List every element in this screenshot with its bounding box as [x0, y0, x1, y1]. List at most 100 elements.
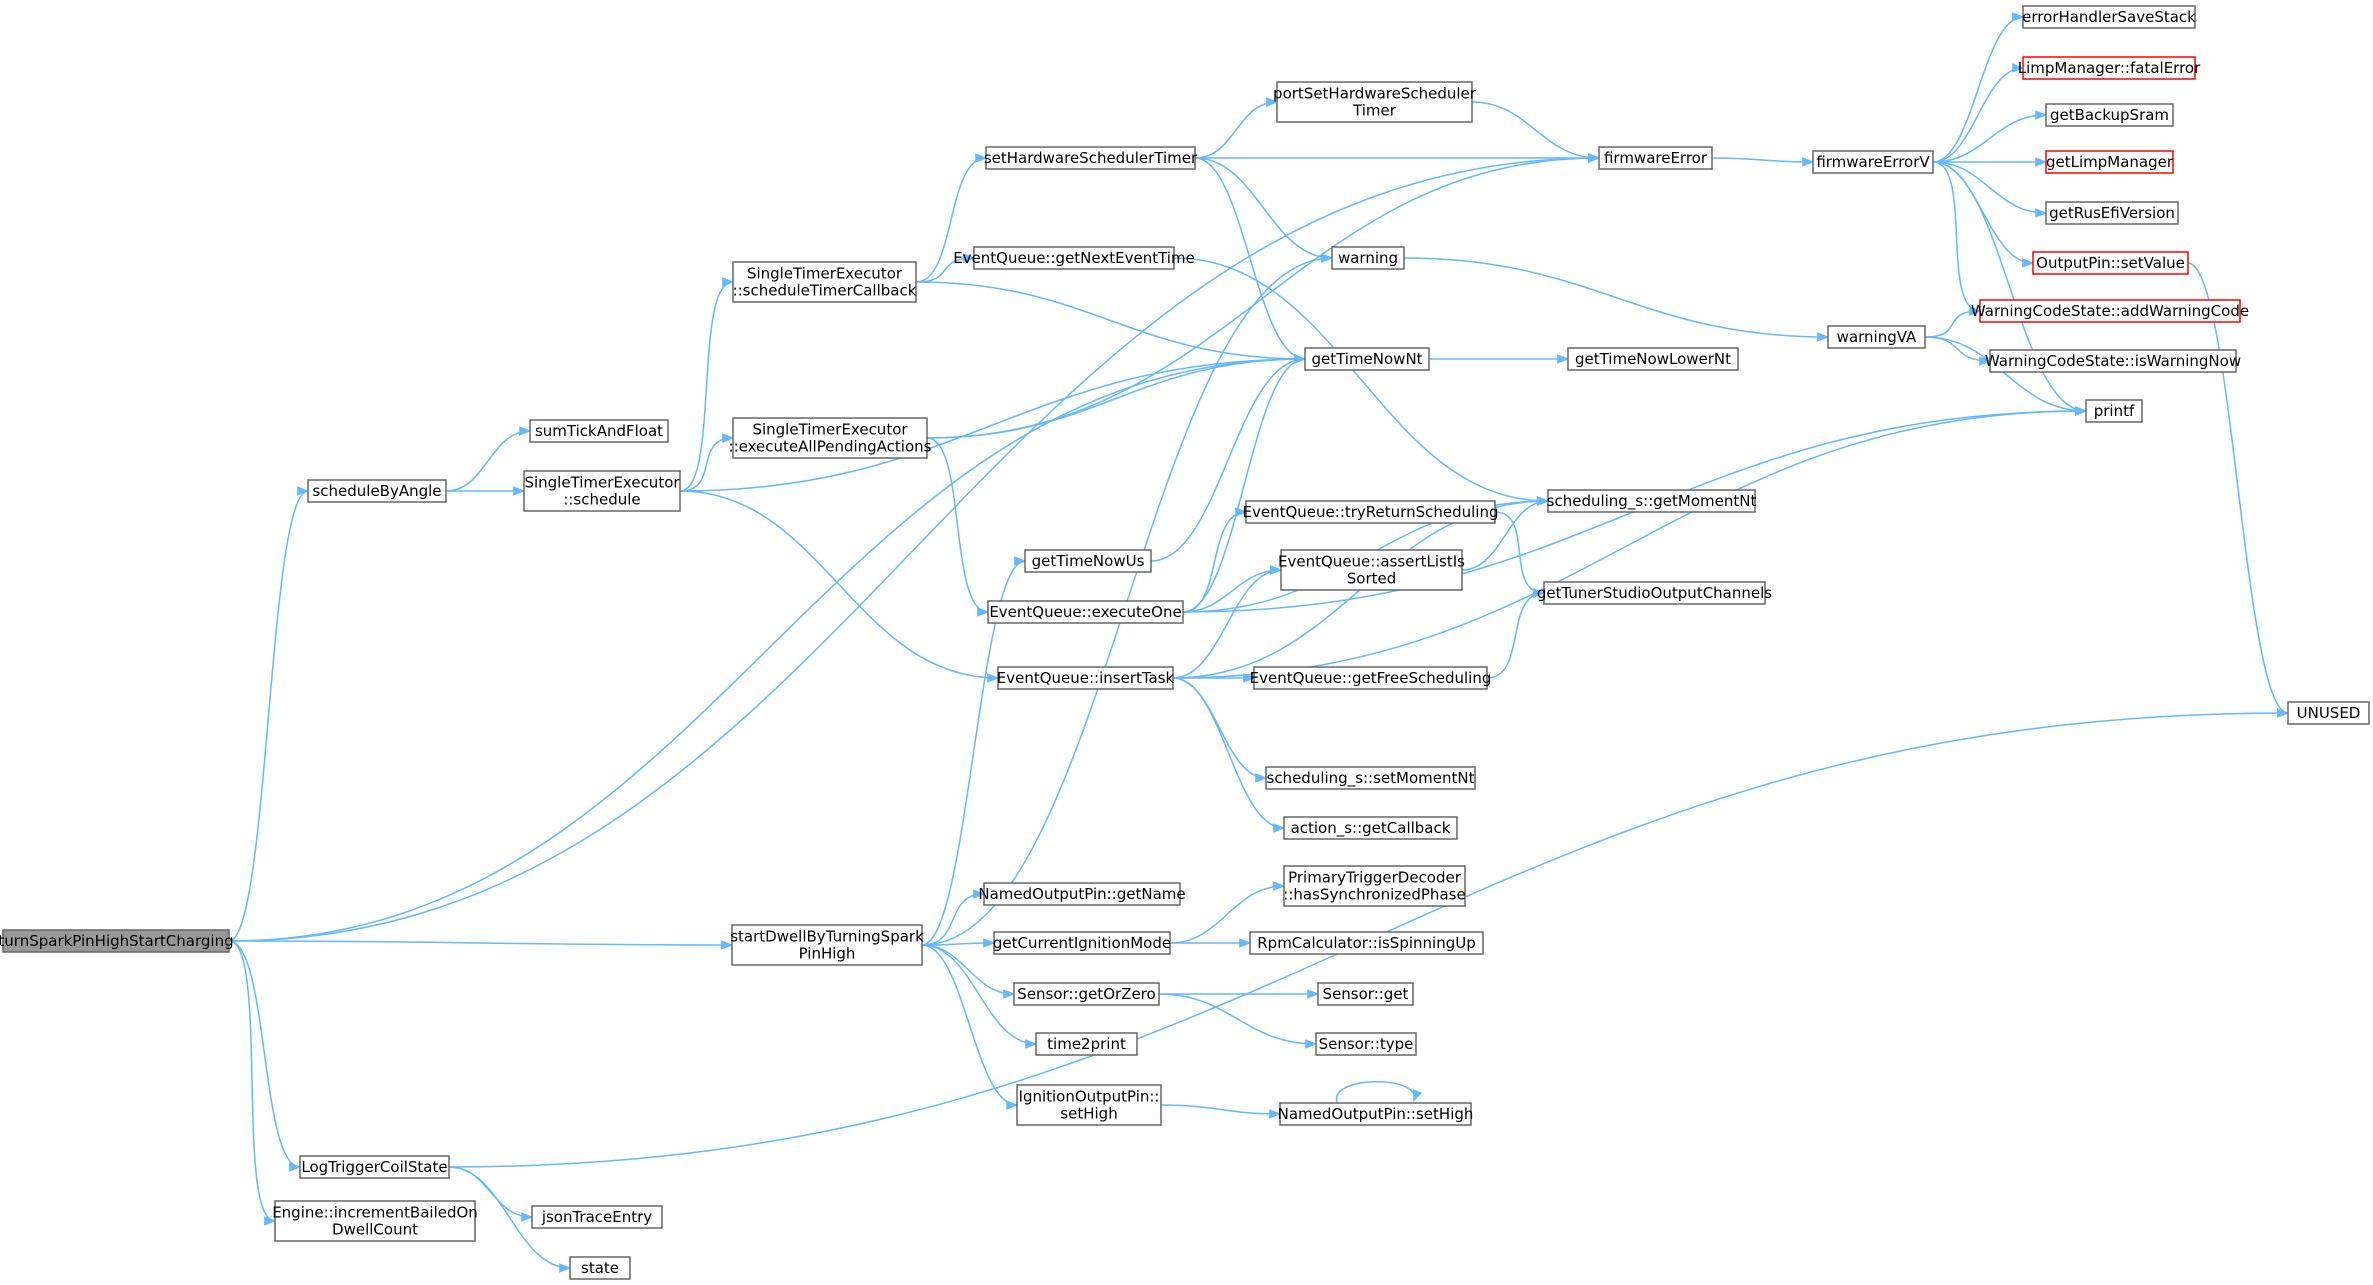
- node-box: [1827, 325, 1926, 349]
- edge-firmware-error-to-firmware-error-v: [1711, 157, 1815, 167]
- node-get-time-now-us[interactable]: getTimeNowUs: [1024, 549, 1152, 573]
- node-box: [2085, 399, 2143, 423]
- edge-root-to-engine-increment: [228, 940, 277, 1226]
- node-box: [1016, 1084, 1162, 1126]
- node-get-time-now-nt[interactable]: getTimeNowNt: [1304, 347, 1430, 371]
- node-box: [2032, 251, 2189, 275]
- edge-firmware-error-v-to-add-warning-code: [1932, 161, 1982, 316]
- node-label: Sensor::type: [1319, 1035, 1414, 1053]
- node-log-trigger[interactable]: LogTriggerCoilState: [299, 1155, 450, 1179]
- node-get-time-now-lower-nt[interactable]: getTimeNowLowerNt: [1567, 347, 1739, 371]
- node-label: WarningCodeState::addWarningCode: [1971, 302, 2249, 320]
- node-get-callback[interactable]: action_s::getCallback: [1283, 816, 1458, 840]
- node-label: OutputPin::setValue: [2036, 254, 2185, 272]
- node-get-rus-efi-version[interactable]: getRusEfiVersion: [2045, 201, 2179, 225]
- edge-try-return-scheduling-to-get-tuner-studio: [1494, 511, 1546, 598]
- node-named-set-high[interactable]: NamedOutputPin::setHigh: [1278, 1102, 1474, 1126]
- node-limp-fatal[interactable]: LimpManager::fatalError: [2018, 56, 2201, 80]
- node-execute-one[interactable]: EventQueue::executeOne: [987, 600, 1184, 624]
- node-error-handler-save-stack[interactable]: errorHandlerSaveStack: [2022, 5, 2196, 29]
- node-set-hw-timer[interactable]: setHardwareSchedulerTimer: [984, 146, 1198, 170]
- node-box: [1812, 150, 1934, 174]
- node-get-tuner-studio[interactable]: getTunerStudioOutputChannels: [1537, 581, 1772, 605]
- node-label: ::schedule: [563, 491, 640, 509]
- node-label: printf: [2094, 402, 2135, 420]
- node-label: getCurrentIgnitionMode: [993, 934, 1171, 952]
- node-ste-schedule-timer-callback[interactable]: SingleTimerExecutor::scheduleTimerCallba…: [732, 261, 917, 303]
- edge-warning-va-to-printf: [1924, 336, 2088, 416]
- node-label: EventQueue::getFreeScheduling: [1250, 669, 1492, 687]
- node-box: [531, 1205, 663, 1229]
- node-box: [1283, 816, 1458, 840]
- node-get-or-zero[interactable]: Sensor::getOrZero: [1013, 982, 1160, 1006]
- node-label: LimpManager::fatalError: [2018, 59, 2201, 77]
- node-sum-tick-and-float[interactable]: sumTickAndFloat: [529, 419, 669, 443]
- node-unused[interactable]: UNUSED: [2287, 701, 2370, 725]
- node-sensor-get[interactable]: Sensor::get: [1317, 982, 1414, 1006]
- node-box: [1265, 766, 1476, 790]
- node-is-warning-now[interactable]: WarningCodeState::isWarningNow: [1985, 349, 2241, 373]
- node-label: LogTriggerCoilState: [301, 1158, 447, 1176]
- node-get-moment-nt[interactable]: scheduling_s::getMomentNt: [1547, 489, 1757, 513]
- edge-ste-execute-all-to-execute-one: [926, 437, 990, 617]
- node-warning[interactable]: warning: [1331, 246, 1405, 270]
- node-get-limp-manager[interactable]: getLimpManager: [2045, 150, 2174, 174]
- edge-get-or-zero-to-sensor-type: [1158, 993, 1318, 1049]
- node-insert-task[interactable]: EventQueue::insertTask: [997, 666, 1175, 690]
- node-has-synchronized-phase[interactable]: PrimaryTriggerDecoder::hasSynchronizedPh…: [1283, 865, 1466, 907]
- node-time2print[interactable]: time2print: [1035, 1032, 1138, 1056]
- node-get-backup-sram[interactable]: getBackupSram: [2045, 103, 2174, 127]
- node-get-next-event-time[interactable]: EventQueue::getNextEventTime: [953, 246, 1195, 270]
- node-get-name[interactable]: NamedOutputPin::getName: [978, 882, 1186, 906]
- node-label: Sensor::getOrZero: [1017, 985, 1155, 1003]
- node-box: [983, 882, 1181, 906]
- node-label: EventQueue::executeOne: [989, 603, 1181, 621]
- edge-firmware-error-v-to-error-handler-save-stack: [1932, 12, 2025, 163]
- node-json-trace[interactable]: jsonTraceEntry: [531, 1205, 663, 1229]
- node-state[interactable]: state: [569, 1256, 631, 1280]
- node-box: [1315, 1032, 1417, 1056]
- node-ste-execute-all[interactable]: SingleTimerExecutor::executeAllPendingAc…: [729, 417, 932, 459]
- node-label: getTimeNowLowerNt: [1575, 350, 1731, 368]
- node-label: UNUSED: [2297, 704, 2361, 722]
- node-warning-va[interactable]: warningVA: [1827, 325, 1926, 349]
- node-box: [1304, 347, 1430, 371]
- node-box: [2045, 150, 2174, 174]
- node-output-set-value[interactable]: OutputPin::setValue: [2032, 251, 2189, 275]
- node-is-spinning-up[interactable]: RpmCalculator::isSpinningUp: [1249, 931, 1484, 955]
- node-box: [1024, 549, 1152, 573]
- node-root[interactable]: turnSparkPinHighStartCharging: [0, 929, 234, 953]
- edge-ste-schedule-timer-callback-to-get-next-event-time: [915, 253, 976, 283]
- node-firmware-error-v[interactable]: firmwareErrorV: [1812, 150, 1934, 174]
- node-get-free-scheduling[interactable]: EventQueue::getFreeScheduling: [1250, 666, 1492, 690]
- node-box: [529, 419, 669, 443]
- node-label: DwellCount: [332, 1221, 418, 1239]
- node-label: PinHigh: [799, 945, 856, 963]
- node-ste-schedule[interactable]: SingleTimerExecutor::schedule: [523, 470, 681, 512]
- node-label: SingleTimerExecutor: [752, 421, 908, 439]
- node-box: [1276, 81, 1473, 123]
- node-firmware-error[interactable]: firmwareError: [1598, 146, 1713, 170]
- node-label: Engine::incrementBailedOn: [272, 1204, 478, 1222]
- node-printf[interactable]: printf: [2085, 399, 2143, 423]
- node-label: firmwareError: [1604, 149, 1708, 167]
- edge-get-next-event-time-to-get-moment-nt: [1173, 257, 1550, 506]
- node-box: [1279, 1102, 1472, 1126]
- node-ign-set-high[interactable]: IgnitionOutputPin::setHigh: [1016, 1084, 1162, 1126]
- node-label: getBackupSram: [2050, 106, 2169, 124]
- node-label: getRusEfiVersion: [2049, 204, 2175, 222]
- edge-schedule-by-angle-to-sum-tick-and-float: [445, 426, 532, 492]
- node-try-return-scheduling[interactable]: EventQueue::tryReturnScheduling: [1243, 500, 1499, 524]
- node-box: [1283, 865, 1466, 907]
- node-sensor-type[interactable]: Sensor::type: [1315, 1032, 1417, 1056]
- node-label: SingleTimerExecutor: [747, 265, 903, 283]
- node-get-current-ignition-mode[interactable]: getCurrentIgnitionMode: [993, 931, 1171, 955]
- node-schedule-by-angle[interactable]: scheduleByAngle: [307, 479, 447, 503]
- node-set-moment-nt[interactable]: scheduling_s::setMomentNt: [1265, 766, 1476, 790]
- node-add-warning-code[interactable]: WarningCodeState::addWarningCode: [1971, 299, 2249, 323]
